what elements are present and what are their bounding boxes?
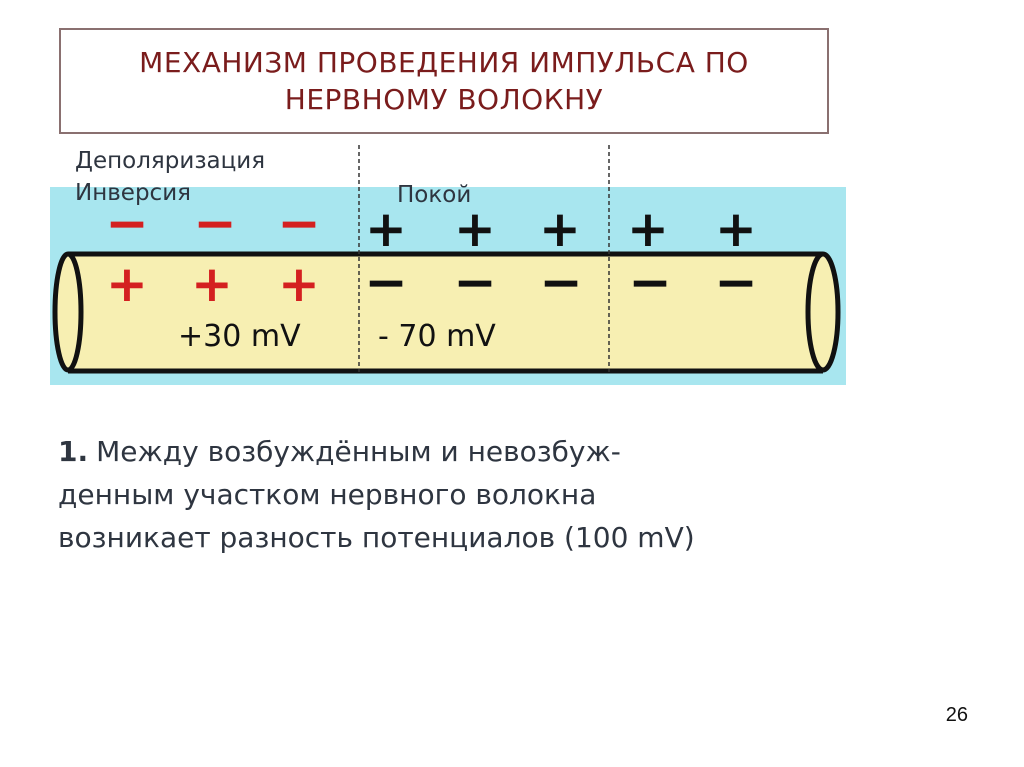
plus-sign: + — [106, 255, 148, 313]
minus-sign: − — [453, 253, 497, 313]
minus-sign: − — [364, 253, 408, 313]
plus-sign: + — [539, 200, 581, 258]
inversion-label: Инверсия — [75, 178, 191, 208]
active-zone-inner-charges: + + + — [106, 255, 320, 313]
caption-line-1: 1.Между возбуждённым и невозбуж- — [58, 430, 858, 473]
plus-sign: + — [191, 255, 233, 313]
plus-sign: + — [715, 200, 757, 258]
page-number: 26 — [946, 704, 968, 727]
caption-text-1: Между возбуждённым и невозбуж- — [96, 435, 621, 468]
minus-sign: − — [628, 253, 672, 313]
rest-label: Покой — [397, 180, 471, 210]
minus-sign: − — [714, 253, 758, 313]
nerve-fiber-diagram: − − − + + + + + + + + − − − − − +30 mV -… — [0, 0, 1024, 420]
step-number: 1. — [58, 435, 88, 468]
minus-sign: − — [539, 253, 583, 313]
caption-line-3: возникает разность потенциалов (100 mV) — [58, 516, 858, 559]
depolarization-label: Деполяризация — [75, 146, 265, 176]
active-potential-label: +30 mV — [178, 319, 301, 354]
plus-sign: + — [278, 255, 320, 313]
minus-sign: − — [277, 194, 321, 254]
axon-left-end — [55, 254, 81, 370]
axon-right-end — [808, 254, 838, 370]
caption-line-2: денным участком нервного волокна — [58, 473, 858, 516]
explanation-text: 1.Между возбуждённым и невозбуж- денным … — [58, 430, 858, 559]
plus-sign: + — [627, 200, 669, 258]
rest-potential-label: - 70 mV — [378, 319, 496, 354]
minus-sign: − — [193, 194, 237, 254]
